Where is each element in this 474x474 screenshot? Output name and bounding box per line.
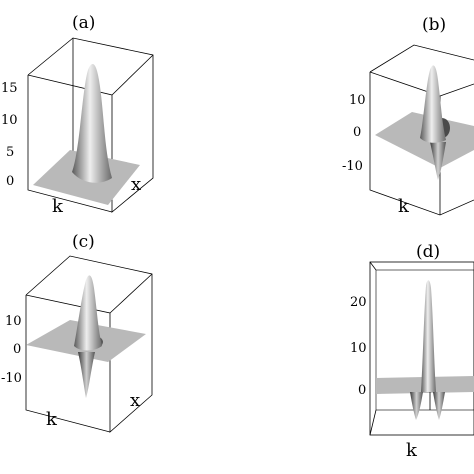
panel-b-dip	[430, 142, 446, 180]
panel-a-z-ticks: 0 5 10 15	[1, 81, 18, 189]
z-tick: -10	[342, 159, 363, 174]
panel-b: (b) -10 0 10 k	[342, 15, 474, 217]
z-tick: 10	[5, 314, 22, 329]
panel-d-peak	[421, 280, 436, 392]
panel-a-label: (a)	[72, 13, 95, 33]
panel-d-k-axis-label: k	[406, 440, 418, 461]
panel-c-label: (c)	[72, 232, 95, 252]
z-tick: 10	[350, 341, 367, 356]
panel-d: (d) 0 10 20 k	[350, 242, 474, 461]
panel-c-x-axis-label: x	[130, 390, 140, 411]
z-tick: 20	[350, 295, 367, 310]
panel-a-x-axis-label: x	[131, 174, 141, 195]
z-tick: 10	[349, 93, 366, 108]
panel-a-peak	[72, 64, 112, 183]
panel-c: (c) -10 0 10 k x	[1, 232, 153, 433]
panel-c-peak	[74, 275, 102, 351]
z-tick: -10	[1, 371, 22, 386]
panel-c-box	[25, 255, 153, 433]
panel-b-z-ticks: -10 0 10	[342, 93, 366, 174]
z-tick: 0	[6, 174, 14, 189]
z-tick: 0	[353, 125, 361, 140]
panel-d-label: (d)	[416, 242, 440, 262]
z-tick: 5	[6, 145, 14, 160]
z-tick: 0	[13, 342, 21, 357]
panel-c-dip	[78, 352, 95, 398]
panel-d-box	[369, 261, 474, 436]
panel-c-k-axis-label: k	[46, 409, 58, 430]
z-tick: 10	[1, 113, 18, 128]
panel-b-peak	[420, 65, 446, 143]
panel-a-k-axis-label: k	[52, 196, 64, 217]
panel-d-dip-right	[433, 392, 445, 420]
panel-a-box	[27, 37, 154, 213]
panel-a: (a) 0 5 10 15 k x	[1, 13, 154, 217]
panel-b-label: (b)	[422, 15, 446, 35]
panel-c-z-ticks: -10 0 10	[1, 314, 22, 386]
z-tick: 0	[358, 383, 366, 398]
panel-d-dip-left	[410, 392, 423, 420]
z-tick: 15	[1, 81, 18, 96]
panel-d-z-ticks: 0 10 20	[350, 295, 367, 398]
panel-b-k-axis-label: k	[398, 196, 410, 217]
